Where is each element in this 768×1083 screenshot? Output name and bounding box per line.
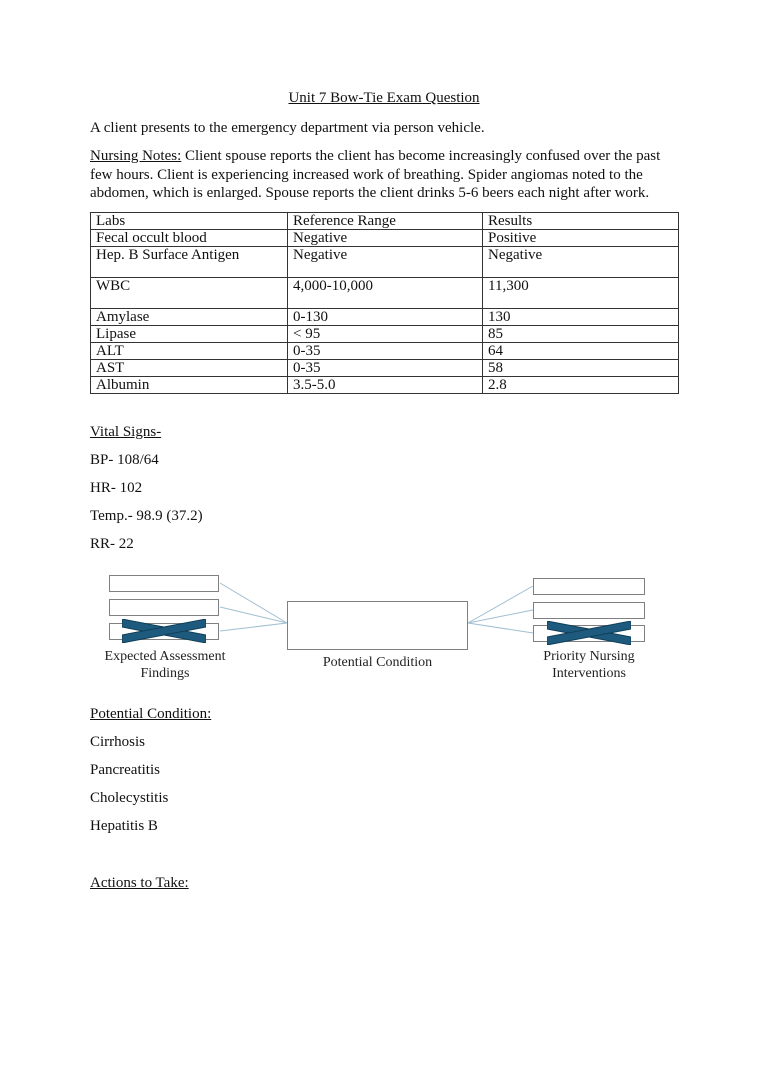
lab-name-cell: AST: [90, 359, 288, 377]
expected-assessment-findings-label: Expected Assessment Findings: [104, 649, 226, 681]
column-header-reference-range: Reference Range: [287, 212, 483, 230]
lab-reference-cell: Negative: [287, 246, 483, 278]
lab-row: Amylase 0-130 130: [90, 308, 679, 326]
lab-reference-cell: 0-35: [287, 359, 483, 377]
lab-name-cell: Fecal occult blood: [90, 229, 288, 247]
lab-name-cell: Lipase: [90, 325, 288, 343]
intro-paragraph: A client presents to the emergency depar…: [90, 120, 485, 136]
lab-result-cell: 2.8: [482, 376, 679, 394]
lab-row: AST 0-35 58: [90, 359, 679, 377]
lab-name-cell: Amylase: [90, 308, 288, 326]
lab-name-cell: Albumin: [90, 376, 288, 394]
vital-signs-heading: Vital Signs-: [90, 424, 162, 440]
potential-condition-label: Potential Condition: [322, 655, 433, 670]
potential-condition-options: Cirrhosis Pancreatitis Cholecystitis Hep…: [90, 733, 678, 836]
connector-right-1: [467, 585, 534, 624]
connector-lines: [219, 582, 534, 634]
lab-row: ALT 0-35 64: [90, 342, 679, 360]
lab-name-cell: Hep. B Surface Antigen: [90, 246, 288, 278]
vital-signs-list: BP- 108/64 HR- 102 Temp.- 98.9 (37.2) RR…: [90, 451, 678, 554]
lab-reference-cell: 0-130: [287, 308, 483, 326]
lab-result-cell: 64: [482, 342, 679, 360]
nursing-notes-text: Client spouse reports the client has bec…: [90, 148, 661, 201]
potential-condition-box: [287, 601, 468, 650]
connector-left-1: [219, 582, 288, 624]
column-header-labs: Labs: [90, 212, 288, 230]
connector-left-3: [219, 622, 288, 632]
lab-row: WBC 4,000-10,000 11,300: [90, 277, 679, 309]
x-mark-icon: [547, 621, 631, 645]
expected-finding-slot-1: [109, 575, 219, 592]
lab-reference-cell: < 95: [287, 325, 483, 343]
lab-reference-cell: Negative: [287, 229, 483, 247]
column-header-results: Results: [482, 212, 679, 230]
labs-header-row: Labs Reference Range Results: [90, 212, 679, 230]
x-bar: [547, 621, 631, 645]
vital-sign-item: Temp.- 98.9 (37.2): [90, 508, 203, 524]
lab-row: Albumin 3.5-5.0 2.8: [90, 376, 679, 394]
potential-condition-heading: Potential Condition:: [90, 706, 212, 722]
vital-sign-item: HR- 102: [90, 480, 143, 496]
lab-result-cell: 11,300: [482, 277, 679, 309]
intervention-slot-1: [533, 578, 645, 595]
lab-result-cell: 130: [482, 308, 679, 326]
document-page: Unit 7 Bow-Tie Exam Question A client pr…: [0, 89, 768, 892]
actions-to-take-heading: Actions to Take:: [90, 874, 189, 891]
nursing-notes-label: Nursing Notes:: [90, 148, 182, 164]
intervention-slot-2: [533, 602, 645, 619]
connector-left-2: [219, 606, 288, 624]
lab-name-cell: ALT: [90, 342, 288, 360]
labs-table: Labs Reference Range Results Fecal occul…: [90, 212, 679, 394]
lab-name-cell: WBC: [90, 277, 288, 309]
document-title: Unit 7 Bow-Tie Exam Question: [288, 90, 480, 106]
lab-result-cell: 85: [482, 325, 679, 343]
lab-result-cell: Negative: [482, 246, 679, 278]
connector-right-2: [467, 609, 534, 624]
priority-nursing-interventions-label: Priority Nursing Interventions: [543, 649, 635, 681]
lab-row: Lipase < 95 85: [90, 325, 679, 343]
vital-sign-item: BP- 108/64: [90, 452, 159, 468]
lab-reference-cell: 4,000-10,000: [287, 277, 483, 309]
bowtie-diagram: Expected Assessment Findings Potential C…: [90, 572, 678, 705]
lab-row: Fecal occult blood Negative Positive: [90, 229, 679, 247]
condition-option: Hepatitis B: [90, 818, 158, 834]
lab-result-cell: 58: [482, 359, 679, 377]
vital-sign-item: RR- 22: [90, 536, 134, 552]
x-mark-icon: [122, 619, 206, 643]
lab-row: Hep. B Surface Antigen Negative Negative: [90, 246, 679, 278]
lab-reference-cell: 0-35: [287, 342, 483, 360]
x-bar: [122, 619, 206, 643]
condition-option: Cirrhosis: [90, 734, 146, 750]
lab-result-cell: Positive: [482, 229, 679, 247]
lab-reference-cell: 3.5-5.0: [287, 376, 483, 394]
connector-right-3: [467, 622, 534, 634]
nursing-notes-paragraph: Nursing Notes: Client spouse reports the…: [90, 147, 678, 203]
expected-finding-slot-2: [109, 599, 219, 616]
condition-option: Pancreatitis: [90, 762, 160, 778]
condition-option: Cholecystitis: [90, 790, 169, 806]
